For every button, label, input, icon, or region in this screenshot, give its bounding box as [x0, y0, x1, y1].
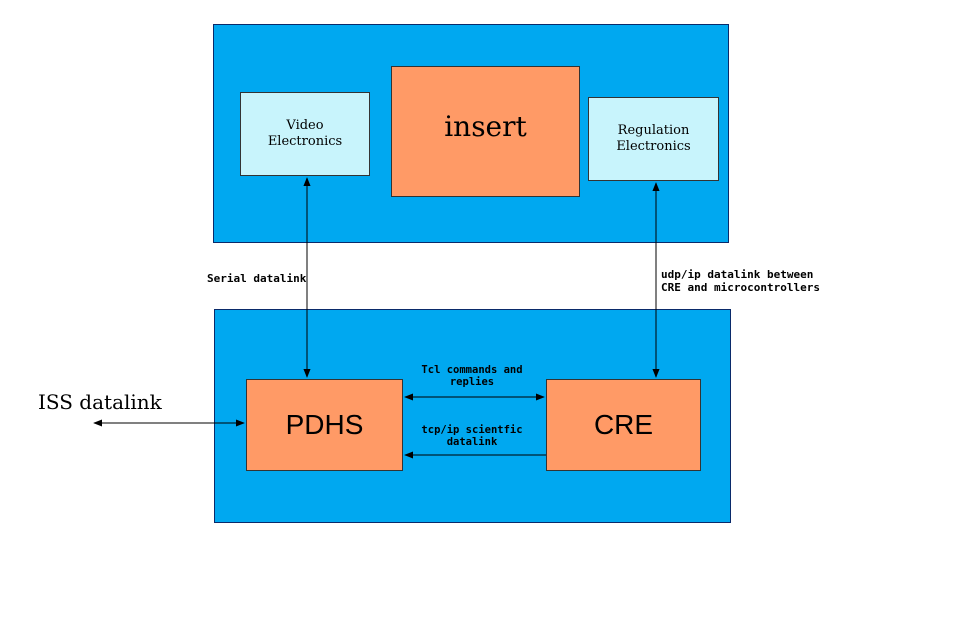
tcp-datalink-label: tcp/ip scientfic datalink — [412, 424, 532, 448]
udp-datalink-label-line2: CRE and microcontrollers — [661, 281, 820, 294]
tcl-commands-label: Tcl commands and replies — [410, 364, 534, 388]
regulation-electronics-label-line2: Electronics — [616, 139, 691, 154]
udp-datalink-label-line1: udp/ip datalink between — [661, 268, 814, 281]
video-electronics-label-line2: Electronics — [267, 134, 343, 149]
pdhs-box: PDHS — [246, 379, 403, 471]
pdhs-label: PDHS — [285, 409, 364, 440]
udp-datalink-label: udp/ip datalink between CRE and microcon… — [661, 268, 820, 294]
cre-box: CRE — [546, 379, 701, 471]
cre-label: CRE — [593, 409, 654, 440]
video-electronics-label-line1: Video — [286, 118, 324, 133]
tcl-commands-label-line1: Tcl commands and — [421, 364, 523, 376]
iss-datalink-label: ISS datalink — [38, 390, 162, 414]
tcp-datalink-label-line2: datalink — [446, 436, 498, 448]
tcl-commands-label-line2: replies — [449, 376, 495, 388]
insert-box: insert — [391, 66, 580, 197]
tcp-datalink-label-line1: tcp/ip scientfic — [421, 424, 523, 436]
serial-datalink-label: Serial datalink — [207, 272, 307, 285]
video-electronics-box: Video Electronics — [240, 92, 370, 176]
insert-label: insert — [444, 110, 527, 143]
regulation-electronics-label-line1: Regulation — [617, 123, 690, 138]
regulation-electronics-box: Regulation Electronics — [588, 97, 719, 181]
